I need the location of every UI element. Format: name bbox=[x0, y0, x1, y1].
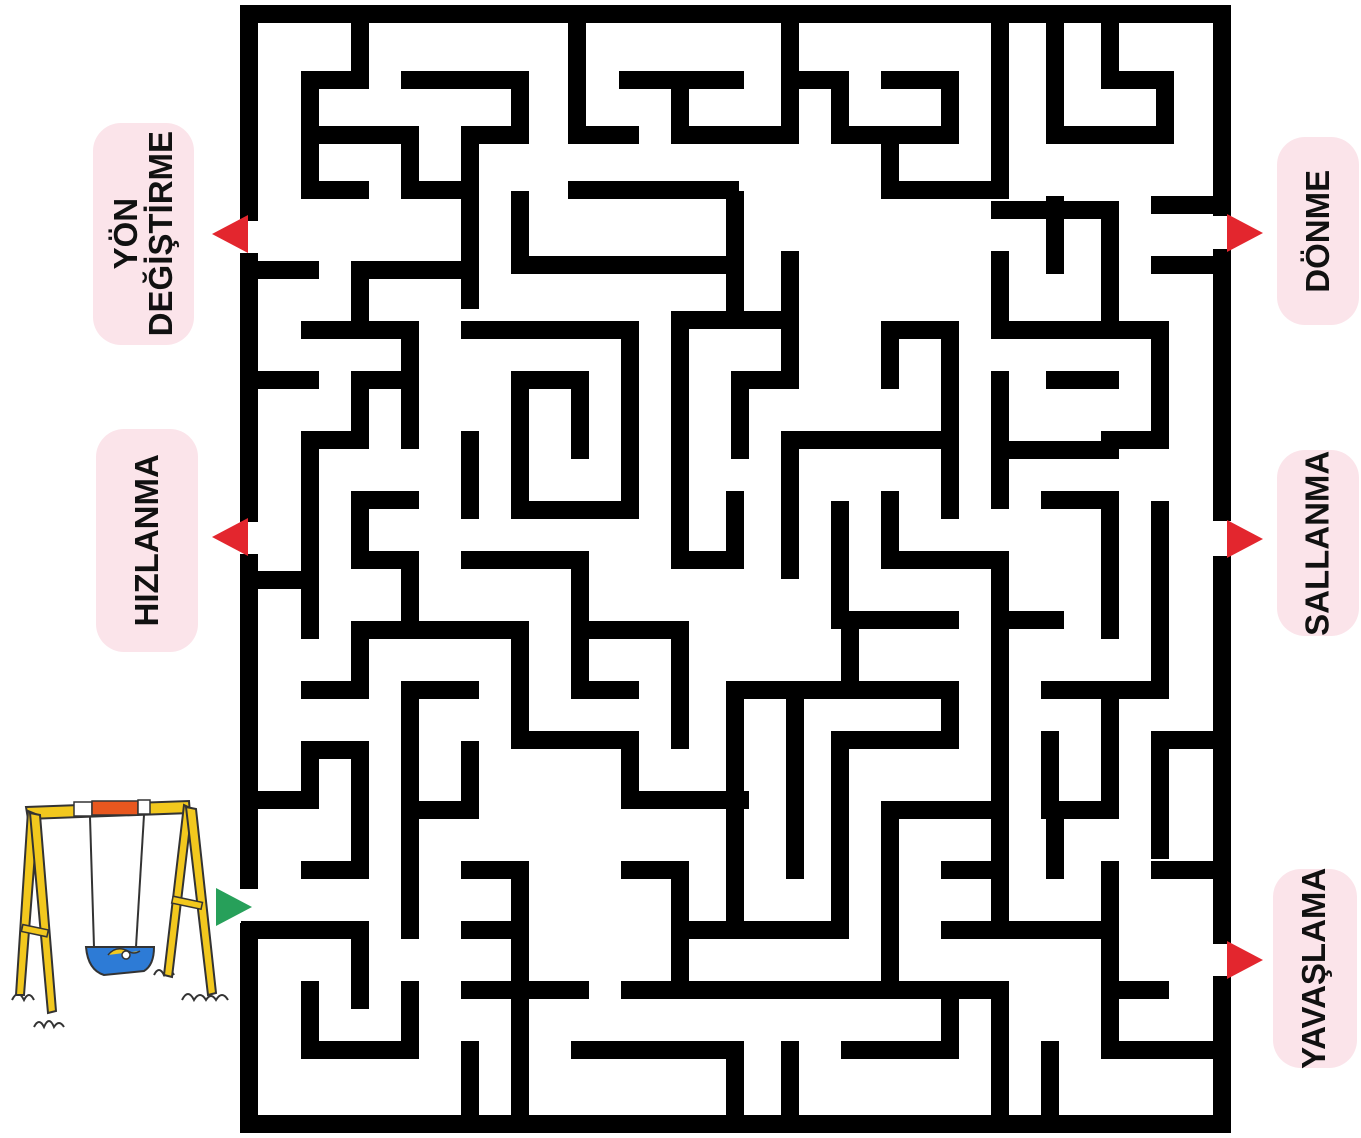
swing-set-icon bbox=[11, 799, 229, 1030]
label-hizlanma: HIZLANMA bbox=[96, 429, 198, 652]
label-text: YAVAŞLAMA bbox=[1295, 867, 1333, 1070]
label-yavaslama: YAVAŞLAMA bbox=[1273, 867, 1357, 1070]
exit-arrow-yon-degistirme bbox=[212, 215, 248, 253]
start-arrow bbox=[216, 888, 252, 926]
label-sallanma: SALLANMA bbox=[1277, 450, 1359, 636]
label-text: HIZLANMA bbox=[127, 454, 165, 627]
exit-arrow-sallanma bbox=[1227, 520, 1263, 558]
label-yon-degistirme: YÖN DEĞİŞTİRME bbox=[93, 123, 194, 345]
label-text: DÖNME bbox=[1298, 169, 1336, 293]
label-text: SALLANMA bbox=[1298, 450, 1336, 636]
exit-arrow-yavaslama bbox=[1227, 941, 1263, 979]
label-text: YÖN DEĞİŞTİRME bbox=[106, 131, 179, 337]
exit-arrow-donme bbox=[1227, 214, 1263, 252]
exit-arrow-hizlanma bbox=[212, 518, 248, 556]
label-donme: DÖNME bbox=[1277, 137, 1359, 325]
maze-walls bbox=[240, 5, 1231, 1133]
